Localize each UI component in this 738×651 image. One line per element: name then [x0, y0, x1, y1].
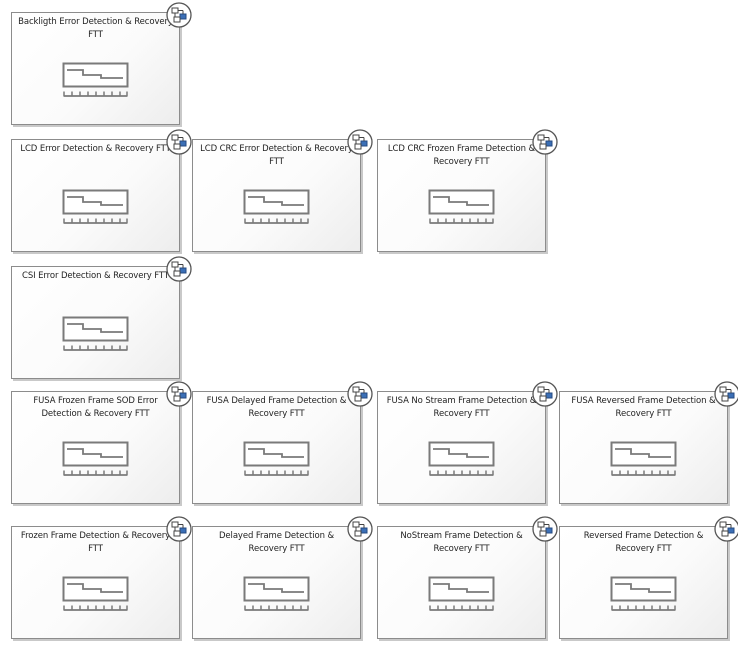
- element-title: LCD CRC Error Detection & Recovery FTT: [200, 144, 353, 167]
- composite-element-icon[interactable]: [532, 129, 558, 159]
- ftt-element[interactable]: NoStream Frame Detection & Recovery FTT: [377, 526, 546, 639]
- element-title: FUSA Frozen Frame SOD Error Detection & …: [33, 396, 158, 419]
- timeline-icon: [427, 188, 497, 232]
- composite-element-icon[interactable]: [166, 381, 192, 411]
- timeline-icon: [242, 575, 312, 619]
- ftt-element[interactable]: FUSA Frozen Frame SOD Error Detection & …: [11, 391, 180, 504]
- timeline-icon: [609, 440, 679, 484]
- composite-element-icon[interactable]: [347, 381, 373, 411]
- ftt-element[interactable]: LCD CRC Error Detection & Recovery FTT: [192, 139, 361, 252]
- timeline-icon: [609, 575, 679, 619]
- timeline-icon: [427, 440, 497, 484]
- ftt-element[interactable]: Delayed Frame Detection & Recovery FTT: [192, 526, 361, 639]
- element-title: Frozen Frame Detection & Recovery FTT: [20, 531, 171, 554]
- composite-element-icon[interactable]: [166, 129, 192, 159]
- timeline-icon: [242, 188, 312, 232]
- composite-element-icon[interactable]: [166, 2, 192, 32]
- ftt-element[interactable]: FUSA Delayed Frame Detection & Recovery …: [192, 391, 361, 504]
- ftt-element[interactable]: Frozen Frame Detection & Recovery FTT: [11, 526, 180, 639]
- element-title: Backligth Error Detection & Recovery FTT: [18, 17, 173, 40]
- timeline-icon: [61, 61, 131, 105]
- composite-element-icon[interactable]: [347, 516, 373, 546]
- timeline-icon: [61, 315, 131, 359]
- element-title: NoStream Frame Detection & Recovery FTT: [400, 531, 523, 554]
- composite-element-icon[interactable]: [347, 129, 373, 159]
- ftt-element[interactable]: LCD Error Detection & Recovery FTT: [11, 139, 180, 252]
- element-title: FUSA Reversed Frame Detection & Recovery…: [571, 396, 716, 419]
- composite-element-icon[interactable]: [532, 516, 558, 546]
- composite-element-icon[interactable]: [166, 256, 192, 286]
- element-title: FUSA No Stream Frame Detection & Recover…: [386, 396, 537, 419]
- ftt-element[interactable]: FUSA No Stream Frame Detection & Recover…: [377, 391, 546, 504]
- element-title: Delayed Frame Detection & Recovery FTT: [218, 531, 334, 554]
- timeline-icon: [61, 575, 131, 619]
- timeline-icon: [242, 440, 312, 484]
- composite-element-icon[interactable]: [714, 516, 738, 546]
- element-title: CSI Error Detection & Recovery FTT: [22, 271, 169, 281]
- element-title: FUSA Delayed Frame Detection & Recovery …: [206, 396, 347, 419]
- element-title: LCD CRC Frozen Frame Detection & Recover…: [387, 144, 536, 167]
- composite-element-icon[interactable]: [532, 381, 558, 411]
- timeline-icon: [61, 188, 131, 232]
- ftt-element[interactable]: FUSA Reversed Frame Detection & Recovery…: [559, 391, 728, 504]
- timeline-icon: [61, 440, 131, 484]
- ftt-element[interactable]: CSI Error Detection & Recovery FTT: [11, 266, 180, 379]
- timeline-icon: [427, 575, 497, 619]
- ftt-element[interactable]: LCD CRC Frozen Frame Detection & Recover…: [377, 139, 546, 252]
- element-title: Reversed Frame Detection & Recovery FTT: [583, 531, 704, 554]
- composite-element-icon[interactable]: [714, 381, 738, 411]
- ftt-element[interactable]: Backligth Error Detection & Recovery FTT: [11, 12, 180, 125]
- ftt-element[interactable]: Reversed Frame Detection & Recovery FTT: [559, 526, 728, 639]
- composite-element-icon[interactable]: [166, 516, 192, 546]
- element-title: LCD Error Detection & Recovery FTT: [20, 144, 171, 154]
